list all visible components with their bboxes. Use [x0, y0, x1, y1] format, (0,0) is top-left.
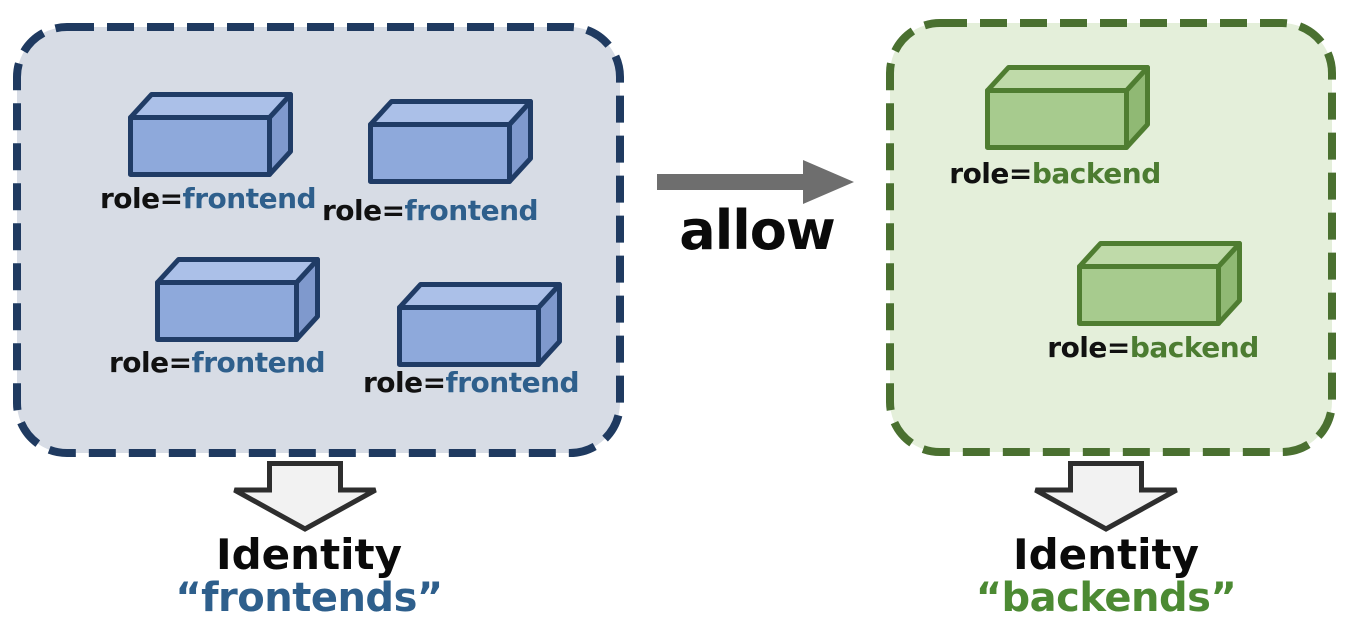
pod-label-value: backend	[1129, 331, 1259, 364]
pod-label-key: role=	[949, 157, 1032, 190]
allow-arrow-icon	[657, 160, 854, 204]
pod-label-value: frontend	[182, 182, 317, 215]
backend-pod-cube-icon	[985, 65, 1150, 150]
pod-label-value: frontend	[191, 346, 326, 379]
pod-label-key: role=	[108, 346, 192, 379]
pod-label-key: role=	[362, 366, 446, 399]
frontends-identity-title: Identity	[215, 530, 403, 579]
pod-label-key: role=	[1047, 331, 1130, 364]
frontends-identity-name: “frontends”	[175, 575, 443, 621]
identity-down-arrow-icon	[1034, 461, 1178, 532]
frontend-pod-cube-icon	[397, 282, 562, 367]
pod-label: role=frontend	[108, 346, 326, 379]
pod-label: role=backend	[949, 157, 1161, 190]
pod-label-value: frontend	[445, 366, 580, 399]
pod-label-value: backend	[1031, 157, 1161, 190]
frontend-pod-cube-icon	[155, 257, 320, 342]
pod-label-key: role=	[99, 182, 183, 215]
allow-label: allow	[679, 199, 835, 262]
pod-label: role=frontend	[362, 366, 580, 399]
pod-label: role=frontend	[321, 194, 539, 227]
backends-identity-name: “backends”	[975, 575, 1237, 621]
pod-label-value: frontend	[404, 194, 539, 227]
backends-identity-title: Identity	[1012, 530, 1200, 579]
pod-label: role=frontend	[99, 182, 317, 215]
pod-label-key: role=	[321, 194, 405, 227]
frontend-pod-cube-icon	[368, 99, 533, 184]
identity-down-arrow-icon	[233, 461, 377, 532]
frontend-pod-cube-icon	[128, 92, 293, 177]
pod-label: role=backend	[1047, 331, 1259, 364]
backend-pod-cube-icon	[1077, 241, 1242, 326]
